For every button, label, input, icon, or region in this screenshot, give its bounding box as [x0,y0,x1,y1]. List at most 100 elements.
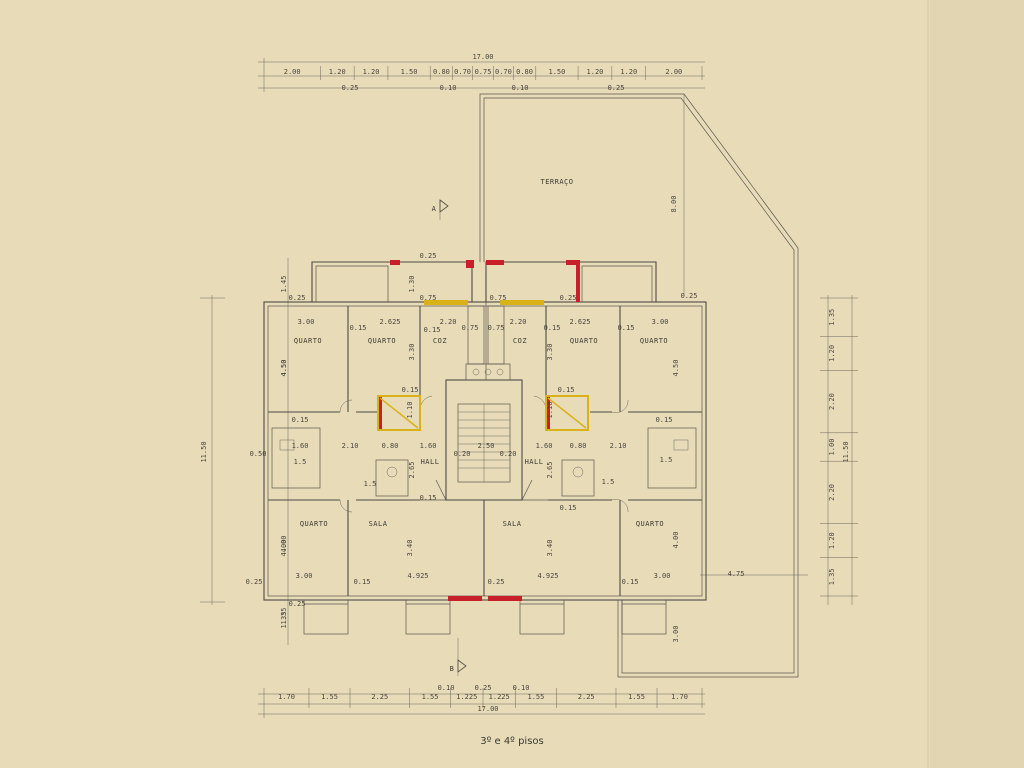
interior-dim: 0.25 [420,252,437,260]
interior-dim: 0.80 [570,442,587,450]
interior-dim: 0.25 [681,292,698,300]
top-total-dim: 17.00 [472,53,493,61]
room-label: HALL [525,458,544,466]
interior-dim: 2.20 [440,318,457,326]
paper-fold [930,0,1024,768]
interior-dim: 2.10 [342,442,359,450]
room-label: HALL [421,458,440,466]
bottom-segment-dim: 1.70 [278,693,295,701]
left-total-dim: 11.50 [200,441,208,462]
interior-dim: 4.50 [672,360,680,377]
interior-dim: 0.15 [622,578,639,586]
interior-dim: 0.15 [424,326,441,334]
interior-dim: 3.40 [546,540,554,557]
right-segment-dim: 1.20 [828,532,836,549]
top-segment-dim: 0.80 [516,68,533,76]
room-label: COZ [513,337,527,345]
drawing-caption: 3º e 4º pisos [480,736,544,747]
left-dimension-chain: 11.50 1.454.504.001.35 [200,258,289,645]
yellow-cupboard [500,300,544,305]
interior-dim: 4.00 [672,532,680,549]
interior-dim: 0.15 [544,324,561,332]
bottom-segment-dim: 1.225 [456,693,477,701]
interior-dim: 3.00 [652,318,669,326]
bottom-segment-dim: 1.55 [321,693,338,701]
interior-dim: 1.60 [420,442,437,450]
interior-dim: 1.5 [660,456,673,464]
top-segment-dim: 0.70 [495,68,512,76]
top-segment-dim: 1.20 [587,68,604,76]
interior-dim: 0.25 [560,294,577,302]
interior-dim: 3.00 [672,626,680,643]
interior-dim: 0.25 [289,294,306,302]
top-sub-dim: 0.25 [608,84,625,92]
section-mark-b-label: B [450,665,455,673]
interior-dim: 0.25 [488,578,505,586]
top-sub-dim: 0.10 [512,84,529,92]
interior-dim: 4.50 [280,360,288,377]
interior-dim: 3.40 [406,540,414,557]
interior-dim: 0.75 [488,324,505,332]
interior-dim: 0.75 [490,294,507,302]
interior-dim: 2.65 [546,462,554,479]
terrace-outline: TERRAÇO [479,93,808,678]
bottom-segment-dim: 2.25 [578,693,595,701]
interior-dim: 1.10 [406,402,414,419]
interior-dim: 0.15 [350,324,367,332]
interior-dim: 2.65 [408,462,416,479]
red-wall-segment [466,260,474,268]
top-segment-dim: 2.00 [665,68,682,76]
top-segment-dim: 1.20 [620,68,637,76]
interior-dim: 8.00 [670,196,678,213]
bottom-segment-dim: 1.55 [422,693,439,701]
right-segment-dim: 2.20 [828,393,836,410]
interior-dim: 3.30 [408,344,416,361]
interior-dim: 2.10 [610,442,627,450]
room-label: QUARTO [368,337,396,345]
left-segment-dim: 1.35 [280,608,288,625]
right-segment-dim: 1.35 [828,309,836,326]
top-segment-dim: 1.50 [549,68,566,76]
right-segment-dim: 2.20 [828,484,836,501]
top-sub-dim: 0.25 [342,84,359,92]
bottom-sub-dim: 0.10 [513,684,530,692]
red-wall-segment [486,260,504,265]
bottom-total-dim: 17.00 [477,705,498,713]
interior-dim: 1.60 [292,442,309,450]
interior-dim: 0.25 [246,578,263,586]
interior-dim: 0.75 [462,324,479,332]
interior-dim: 2.20 [510,318,527,326]
room-label: SALA [503,520,522,528]
interior-dim: 0.20 [454,450,471,458]
right-total-dim: 11.50 [842,441,850,462]
interior-dim: 0.75 [420,294,437,302]
red-wall-segment [378,396,382,430]
interior-dim: 2.625 [379,318,400,326]
interior-dim: 0.50 [250,450,267,458]
red-wall-segment [390,260,400,265]
room-label: QUARTO [636,520,664,528]
bottom-segment-dim: 1.70 [671,693,688,701]
left-segment-dim: 1.45 [280,276,288,293]
interior-dim: 3.00 [298,318,315,326]
bottom-sub-dim: 0.25 [475,684,492,692]
interior-dim: 1.5 [294,458,307,466]
red-wall-segment [566,260,580,265]
interior-dim: 0.15 [420,494,437,502]
right-dimension-chain: 11.50 1.351.202.201.002.201.201.35 [820,295,858,605]
top-segment-dim: 1.20 [363,68,380,76]
interior-dim: 1.5 [602,478,615,486]
bottom-segment-dim: 1.55 [628,693,645,701]
section-marker-b: B [450,638,467,676]
interior-dim: 0.15 [292,416,309,424]
top-segment-dim: 1.50 [401,68,418,76]
interior-dim: 1.5 [364,480,377,488]
interior-dim: 4.925 [537,572,558,580]
interior-dim: 2.50 [478,442,495,450]
bottom-segment-dim: 2.25 [371,693,388,701]
room-label: SALA [369,520,388,528]
